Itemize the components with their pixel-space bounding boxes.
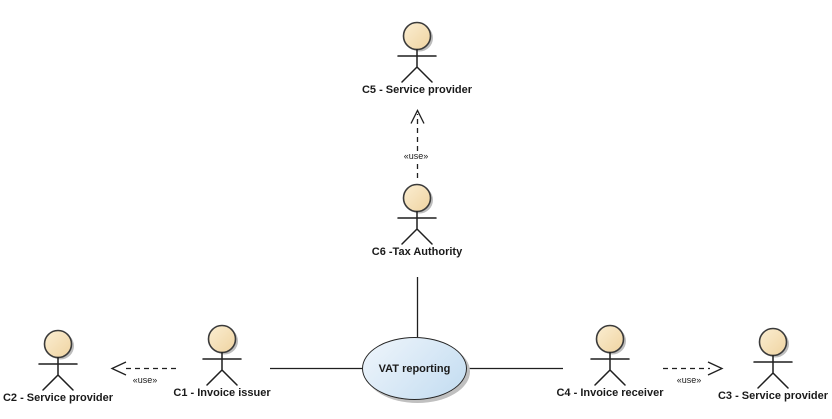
actor-label: C4 - Invoice receiver: [556, 387, 664, 399]
actor-head: [758, 327, 788, 357]
actor-c6-tax-authority[interactable]: C6 -Tax Authority: [337, 183, 497, 258]
actor-head: [595, 324, 625, 354]
arrowhead-left-icon: [110, 361, 127, 376]
arrowhead-right-icon: [707, 361, 724, 376]
actor-limbs: [397, 210, 437, 245]
actor-c2-service-provider[interactable]: C2 - Service provider: [0, 329, 138, 404]
actor-head: [402, 21, 432, 51]
actor-icon: [38, 329, 78, 391]
use-stereotype-label-left: «use»: [130, 375, 160, 385]
actor-c1-invoice-issuer[interactable]: C1 - Invoice issuer: [142, 324, 302, 399]
actor-c3-service-provider[interactable]: C3 - Service provider: [693, 327, 832, 402]
use-dependency-c4-c3[interactable]: [663, 361, 724, 376]
use-stereotype-label-right: «use»: [674, 375, 704, 385]
arrowhead-up-icon: [410, 109, 425, 124]
actor-limbs: [202, 351, 242, 386]
actor-icon: [202, 324, 242, 386]
actor-label: C3 - Service provider: [717, 390, 829, 402]
usecase-label: VAT reporting: [378, 362, 451, 375]
actor-icon: [397, 21, 437, 83]
actor-label: C1 - Invoice issuer: [173, 387, 271, 399]
actor-icon: [590, 324, 630, 386]
actor-label: C6 -Tax Authority: [371, 246, 463, 258]
actor-icon: [397, 183, 437, 245]
actor-c5-service-provider[interactable]: C5 - Service provider: [337, 21, 497, 96]
use-dependency-c1-c2[interactable]: [110, 361, 176, 376]
actor-limbs: [397, 48, 437, 83]
actor-head: [207, 324, 237, 354]
actor-limbs: [753, 354, 793, 389]
usecase-vat-reporting[interactable]: VAT reporting: [362, 337, 467, 400]
actor-head: [43, 329, 73, 359]
actor-c4-invoice-receiver[interactable]: C4 - Invoice receiver: [530, 324, 690, 399]
actor-icon: [753, 327, 793, 389]
actor-limbs: [38, 356, 78, 391]
actor-label: C2 - Service provider: [2, 392, 114, 404]
actor-head: [402, 183, 432, 213]
use-stereotype-label-vertical: «use»: [401, 151, 431, 161]
actor-label: C5 - Service provider: [361, 84, 473, 96]
actor-limbs: [590, 351, 630, 386]
use-dependency-c6-c5[interactable]: [410, 109, 425, 179]
